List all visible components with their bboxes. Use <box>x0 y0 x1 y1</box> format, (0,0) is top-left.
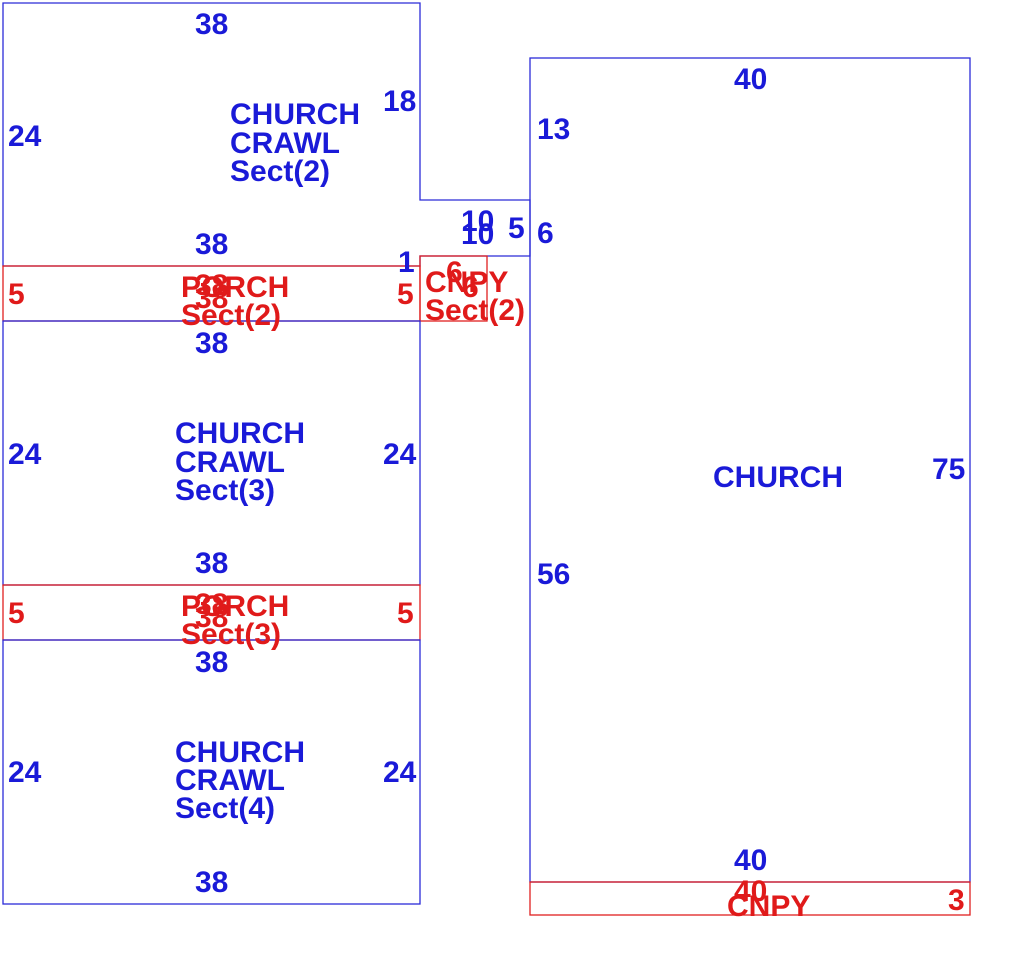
crawl2-left-dim: 24 <box>8 120 42 153</box>
crawl3-label-3: Sect(3) <box>175 474 275 507</box>
crawl4-top-dim: 38 <box>195 646 228 679</box>
cnpy-bottom-top-dim: 40 <box>734 875 767 908</box>
cnpy-bottom-right-dim: 3 <box>948 884 965 917</box>
cnpy2-label-1: CNPY <box>425 266 508 299</box>
crawl4-label-3: Sect(4) <box>175 792 275 825</box>
connector-step-dim: 1 <box>398 246 415 279</box>
crawl3-left-dim: 24 <box>8 438 42 471</box>
crawl4-left-dim: 24 <box>8 756 42 789</box>
crawl4-bottom-dim: 38 <box>195 866 228 899</box>
crawl2-right-dim: 18 <box>383 85 416 118</box>
cnpy-bottom-outline <box>529 881 971 916</box>
crawl2-label-1: CHURCH <box>230 98 360 131</box>
connector-top-dim-b: 10 <box>461 218 494 251</box>
church-bottom-dim: 40 <box>734 844 767 877</box>
cnpy2-label-2: Sect(2) <box>425 294 525 327</box>
porch3-label-2: Sect(3) <box>181 618 281 651</box>
porch3-left-dim: 5 <box>8 597 25 630</box>
cnpy2-dim-a: 6 <box>446 256 463 289</box>
porch2-dim-b: 38 <box>195 282 228 315</box>
cnpy2-dim-b: 6 <box>462 271 479 304</box>
connector-top-dim-a: 10 <box>461 205 494 238</box>
porch2-right-dim: 5 <box>397 278 414 311</box>
porch2-label-2: Sect(2) <box>181 299 281 332</box>
porch2-label-1: PORCH <box>181 271 289 304</box>
porch2-dim-a: 38 <box>195 269 228 302</box>
crawl-sect4-outline <box>2 639 421 905</box>
crawl3-right-dim: 24 <box>383 438 417 471</box>
crawl4-label-1: CHURCH <box>175 736 305 769</box>
porch3-label-1: PORCH <box>181 590 289 623</box>
church-left-lower-dim: 56 <box>537 558 570 591</box>
crawl2-label-3: Sect(2) <box>230 155 330 188</box>
crawl4-label-2: CRAWL <box>175 764 285 797</box>
cnpy-bottom-label: CNPY <box>727 890 810 923</box>
porch3-right-dim: 5 <box>397 597 414 630</box>
crawl2-bottom-dim: 38 <box>195 228 228 261</box>
porch2-left-dim: 5 <box>8 278 25 311</box>
connector-right-dim: 5 <box>508 212 525 245</box>
church-left-upper-dim: 13 <box>537 113 570 146</box>
church-top-dim: 40 <box>734 63 767 96</box>
crawl3-bottom-dim: 38 <box>195 547 228 580</box>
porch3-dim-a: 38 <box>195 588 228 621</box>
crawl3-label-2: CRAWL <box>175 446 285 479</box>
crawl2-top-dim: 38 <box>195 8 228 41</box>
crawl3-top-dim: 38 <box>195 327 228 360</box>
cnpy-sect2-outline <box>419 255 488 322</box>
porch3-dim-b: 38 <box>195 601 228 634</box>
church-label: CHURCH <box>713 461 843 494</box>
church-side-dim: 6 <box>537 217 554 250</box>
crawl3-label-1: CHURCH <box>175 417 305 450</box>
church-right-dim: 75 <box>932 453 965 486</box>
crawl2-label-2: CRAWL <box>230 127 340 160</box>
crawl4-right-dim: 24 <box>383 756 417 789</box>
